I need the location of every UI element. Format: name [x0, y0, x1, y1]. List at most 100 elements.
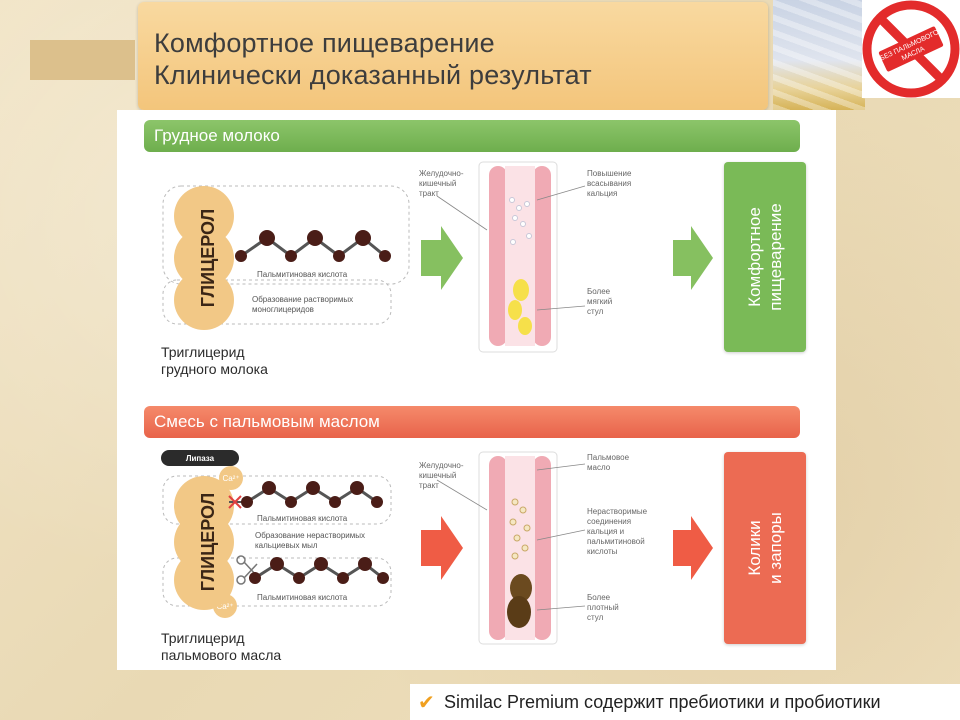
arrow-right-icon	[673, 226, 713, 290]
palm-stool-3: стул	[587, 613, 604, 622]
acid-atom	[306, 481, 320, 495]
acid-atom	[355, 230, 371, 246]
breast-caption-line-2: грудного молока	[161, 361, 268, 377]
leader-line	[536, 463, 586, 471]
insoluble-line-2: соединения	[587, 517, 631, 526]
breast-calcium-2: всасывания	[587, 179, 631, 188]
acid-atom	[307, 230, 323, 246]
acid-atom	[249, 572, 261, 584]
breast-milk-formation-outline	[162, 279, 392, 325]
breast-caption-line-1: Триглицерид	[161, 344, 245, 360]
palm-oil-label-1: Пальмовое	[587, 453, 630, 462]
acid-atom	[314, 557, 328, 571]
breast-formation-line-1: Образование растворимых	[252, 295, 353, 304]
acid-atom	[337, 572, 349, 584]
calcium-ion-label-top: Ca²⁺	[222, 474, 239, 483]
diagram-panel: Грудное молоко ГЛИЦЕРОЛ Пальмитиновая ки…	[117, 110, 836, 670]
hard-stool	[507, 574, 532, 628]
glycerol-circle-1	[174, 186, 234, 246]
breast-milk-header: Грудное молоко	[144, 120, 800, 152]
palm-formation-line-2: кальциевых мыл	[255, 541, 318, 550]
breast-acid-label: Пальмитиновая кислота	[257, 270, 348, 279]
breast-formation-line-2: моноглицеридов	[252, 305, 314, 314]
acid-atom	[333, 250, 345, 262]
palm-oil-label-2: масло	[587, 463, 611, 472]
palm-caption-line-2: пальмового масла	[161, 647, 282, 663]
result-comfortable-line-2: пищеварение	[766, 203, 785, 311]
leader-line	[536, 529, 586, 541]
calcium-ion-label-bottom: Ca²⁺	[216, 602, 233, 611]
palm-caption: Триглицерид пальмового масла	[161, 630, 281, 664]
acid-atom	[262, 481, 276, 495]
breast-milk-header-label: Грудное молоко	[154, 126, 280, 145]
result-colic-constipation: Колики и запоры	[724, 452, 806, 644]
acid-atom	[270, 557, 284, 571]
leader-line	[536, 185, 586, 201]
insoluble-line-3: кальция и	[587, 527, 624, 536]
palm-acid-label-bottom: Пальмитиновая кислота	[257, 593, 348, 602]
leader-line	[536, 605, 586, 611]
result-colic-text: Колики и запоры	[744, 512, 786, 584]
result-colic-line-2: и запоры	[766, 512, 785, 584]
acid-atom	[350, 481, 364, 495]
diagram-svg: ГЛИЦЕРОЛ Пальмитиновая кислота Образован…	[161, 161, 713, 645]
insoluble-line-1: Нерастворимые	[587, 507, 648, 516]
arrow-right-icon	[673, 516, 713, 580]
arrow-right-icon	[421, 516, 463, 580]
acid-atom	[329, 496, 341, 508]
leader-line	[536, 305, 586, 311]
calcium-ion-icon	[219, 466, 243, 490]
arrow-right-icon	[421, 226, 463, 290]
breast-stool-2: мягкий	[587, 297, 612, 306]
palm-gi-label-2: кишечный	[419, 471, 456, 480]
title-box: Комфортное пищеварение Клинически доказа…	[138, 2, 768, 110]
acid-atom	[379, 250, 391, 262]
breast-calcium-1: Повышение	[587, 169, 632, 178]
title-line-2: Клинически доказанный результат	[154, 60, 592, 90]
palm-formation-line-1: Образование нерастворимых	[255, 531, 365, 540]
checkmark-icon: ✔	[418, 692, 435, 714]
breast-caption: Триглицерид грудного молока	[161, 344, 268, 378]
palm-caption-line-1: Триглицерид	[161, 630, 245, 646]
palm-stool-1: Более	[587, 593, 611, 602]
acid-atom	[377, 572, 389, 584]
acid-atom	[293, 572, 305, 584]
palm-oil-header: Смесь с пальмовым маслом	[144, 406, 800, 438]
acid-atom	[285, 250, 297, 262]
breast-stool-1: Более	[587, 287, 611, 296]
breast-stool-3: стул	[587, 307, 604, 316]
product-photo	[773, 0, 865, 110]
insoluble-line-5: кислоты	[587, 547, 618, 556]
calcium-particles	[509, 197, 532, 245]
breast-gi-label-2: кишечный	[419, 179, 456, 188]
breast-glycerol-label: ГЛИЦЕРОЛ	[198, 209, 218, 307]
insoluble-line-4: пальмитиновой	[587, 537, 645, 546]
palm-glycerol-label: ГЛИЦЕРОЛ	[198, 493, 218, 591]
palm-acid-label-top: Пальмитиновая кислота	[257, 514, 348, 523]
palm-gi-label-1: Желудочно-	[419, 461, 464, 470]
palm-oil-header-label: Смесь с пальмовым маслом	[154, 412, 380, 431]
title-line-1: Комфортное пищеварение	[154, 28, 495, 58]
footer-note: ✔ Similac Premium содержит пребиотики и …	[410, 684, 960, 720]
decorative-strip	[30, 40, 135, 80]
gi-tract-left-wall	[489, 166, 551, 346]
glycerol-circle-3	[174, 270, 234, 330]
result-comfortable-digestion: Комфортное пищеварение	[724, 162, 806, 352]
lipase-pill	[161, 450, 239, 466]
result-colic-line-1: Колики	[745, 520, 764, 576]
acid-atom	[371, 496, 383, 508]
cleave-x-icon	[228, 495, 242, 509]
soft-stool	[508, 279, 532, 335]
breast-gi-label-1: Желудочно-	[419, 169, 464, 178]
breast-gi-label-3: тракт	[419, 189, 439, 198]
leader-line	[436, 195, 488, 231]
glycerol-circle-2	[174, 228, 234, 288]
result-comfortable-line-1: Комфортное	[745, 207, 764, 307]
result-comfortable-text: Комфортное пищеварение	[744, 203, 786, 311]
palm-gi-label-3: тракт	[419, 481, 439, 490]
acid-atom	[259, 230, 275, 246]
no-palm-oil-badge-icon: БЕЗ ПАЛЬМОВОГО МАСЛА	[862, 0, 960, 98]
breast-calcium-3: кальция	[587, 189, 617, 198]
acid-atom	[235, 250, 247, 262]
leader-line	[436, 479, 488, 511]
